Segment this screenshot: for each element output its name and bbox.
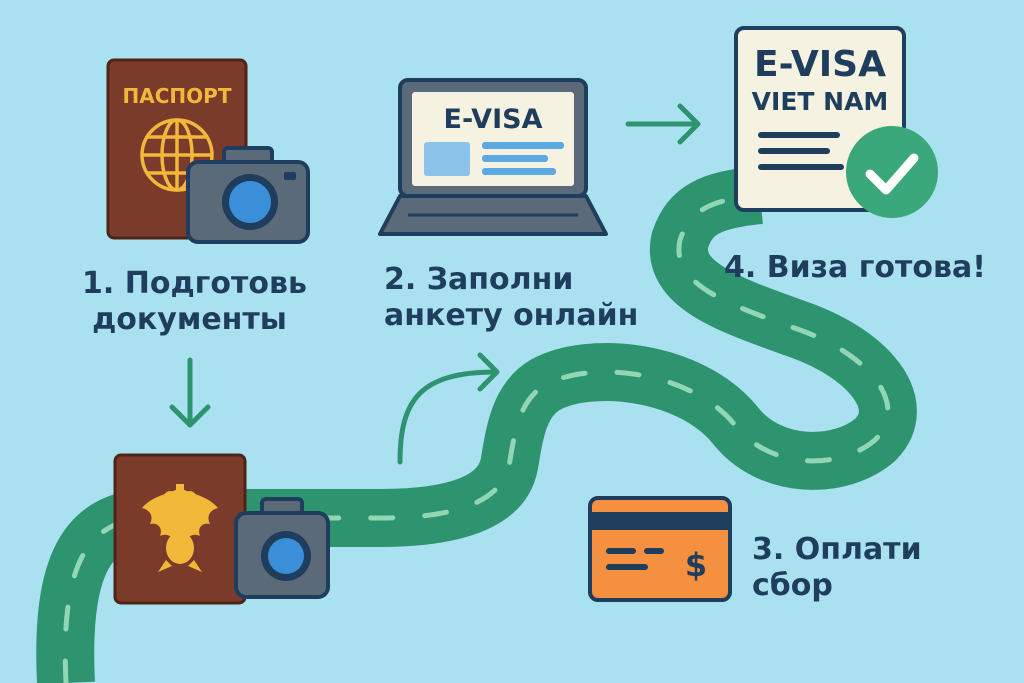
laptop-screen-title: E-VISA [444,104,543,135]
step-3-label: 3. Оплати сбор [752,532,922,604]
card-currency-symbol: $ [685,546,707,584]
double-headed-eagle-icon [142,484,218,572]
russian-passport-icon [113,453,247,605]
step-3-line-2: сбор [752,568,833,603]
step-4-line-1: 4. Виза готова! [724,250,986,285]
step-4-label: 4. Виза готова! [724,250,986,286]
step-2-label: 2. Заполни анкету онлайн [384,262,638,334]
laptop-icon: E-VISA [378,78,608,236]
globe-icon [140,118,214,192]
arrow-right-icon [625,103,701,145]
credit-card-icon: $ [588,496,732,602]
arrow-curved-icon [397,352,500,465]
checkmark-icon [846,126,938,218]
visa-document-title: E-VISA [754,44,886,85]
passport-label: ПАСПОРТ [123,84,232,108]
step-1-line-1: 1. Подготовь [82,266,307,301]
arrow-down-icon [169,357,211,428]
step-1-label: 1. Подготовь документы [82,266,307,338]
road-center-line [62,192,891,683]
step-2-line-2: анкету онлайн [384,298,639,333]
step-2-line-1: 2. Заполни [384,262,574,297]
road-path [36,166,917,683]
step-1-line-2: документы [92,302,287,337]
step-3-line-1: 3. Оплати [752,532,922,567]
photo-placeholder [424,142,470,176]
camera-icon [234,497,330,599]
camera-icon [186,146,310,244]
visa-document-subtitle: VIET NAM [752,87,889,116]
